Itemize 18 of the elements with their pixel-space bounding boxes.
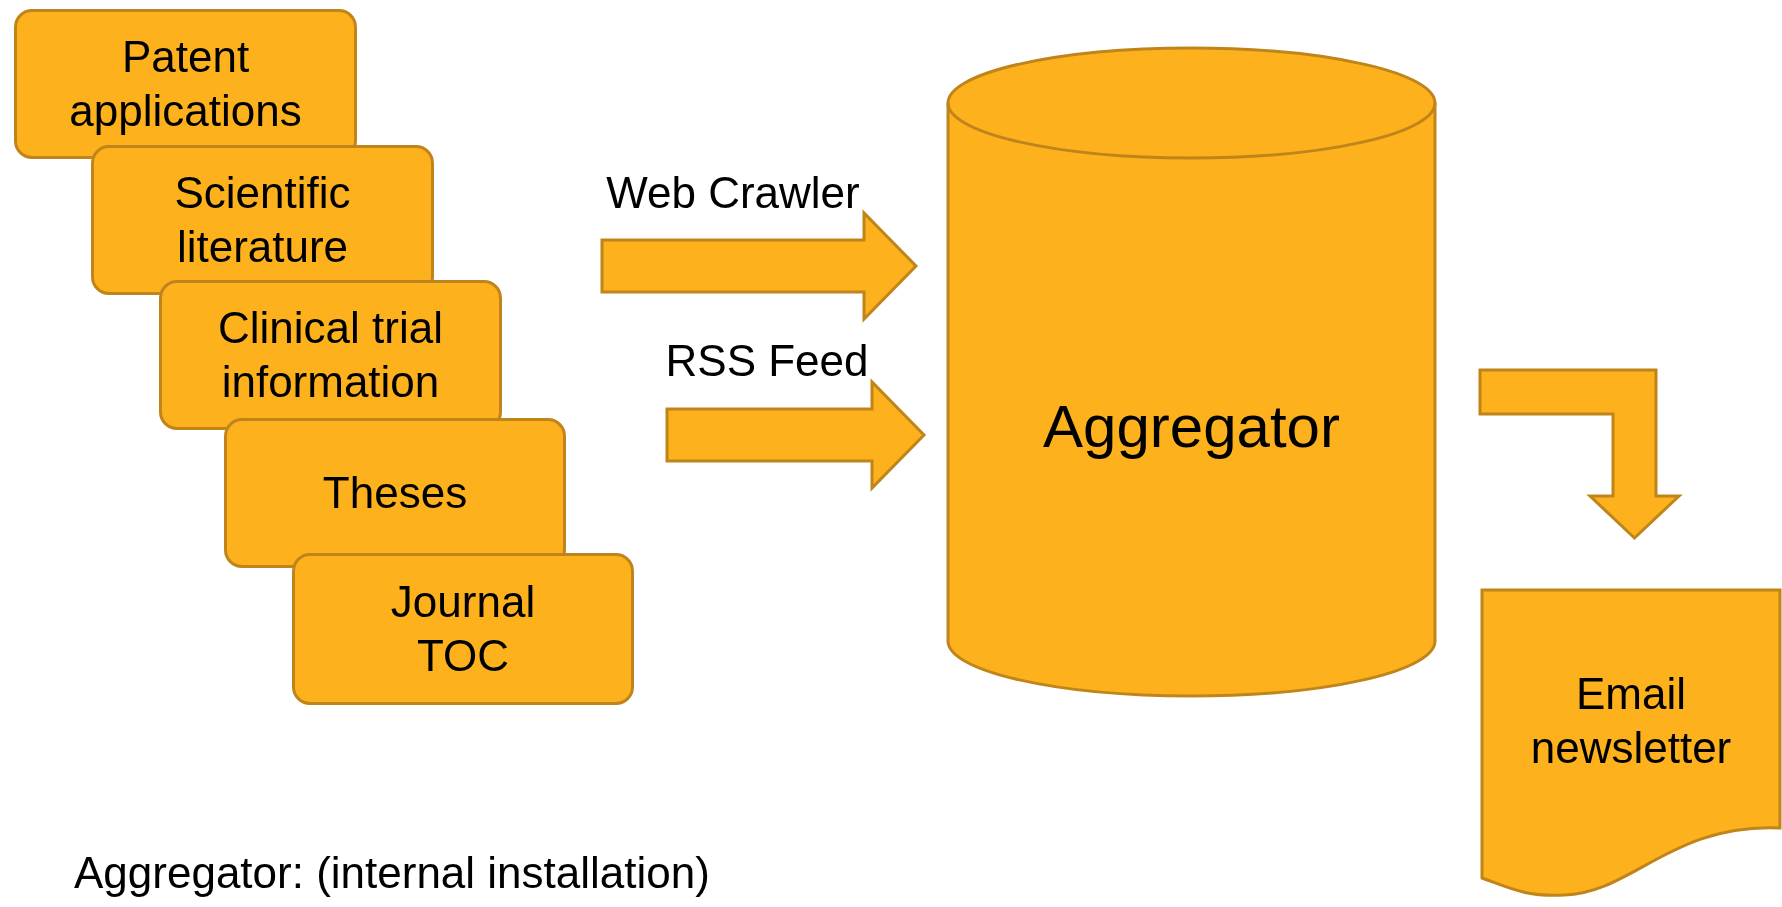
database-label: Aggregator (1043, 392, 1340, 463)
source-label: Journal TOC (389, 576, 537, 682)
source-box (14, 9, 357, 159)
document-label: Email newsletter (1529, 667, 1733, 774)
block-arrow (600, 209, 919, 323)
source-box (224, 418, 566, 568)
source-label: Theses (321, 467, 469, 520)
source-box (159, 280, 502, 430)
source-box (91, 145, 434, 295)
source-box (292, 553, 634, 705)
block-arrow (1478, 368, 1683, 541)
edge-label: Web Crawler (606, 168, 860, 218)
note-text: Aggregator: (internal installation) (74, 848, 710, 898)
source-label: Patent applications (68, 31, 303, 137)
source-label: Scientific literature (173, 167, 352, 273)
source-label: Clinical trial information (217, 302, 444, 408)
block-arrow (665, 378, 927, 492)
edge-label: RSS Feed (665, 336, 869, 386)
